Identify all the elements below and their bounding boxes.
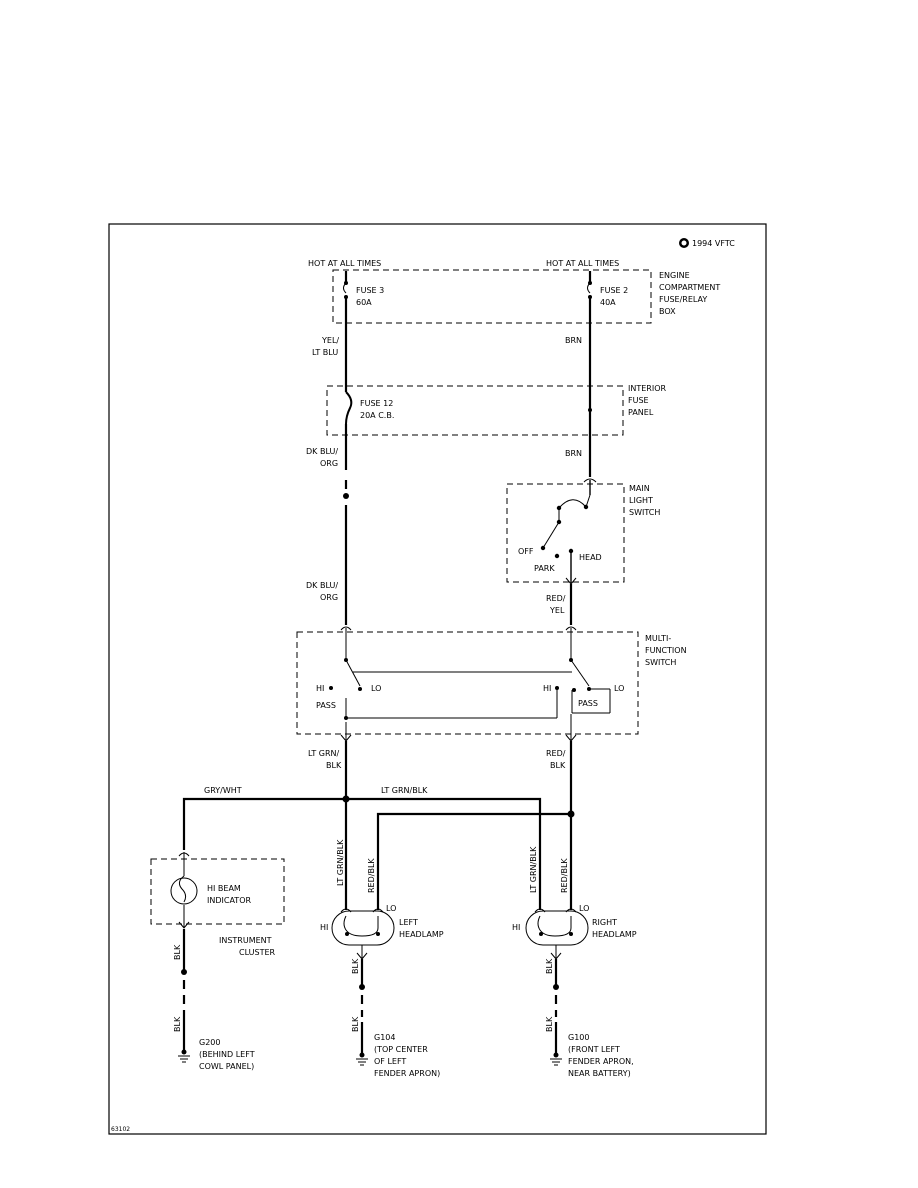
ground-g104-icon [356,1052,368,1066]
switch-head-label: HEAD [579,553,602,562]
engine-fuse-box-outline [332,269,652,324]
copyright-text: 1994 VFTC [692,239,735,248]
ground-g100-icon [550,1052,562,1066]
wire-red-blk-label: RED/ BLK [546,749,568,770]
fuse2-name: FUSE 2 [600,286,628,295]
ground-wire-g104 [359,959,365,1055]
multi-function-switch-icon [329,626,611,742]
switch-park-label: PARK [534,564,555,573]
vert-ltgrn-blk-right: LT GRN/BLK [529,846,538,893]
wire-red-yel: RED/ YEL [546,594,568,615]
instrument-cluster-label: INSTRUMENT CLUSTER [219,936,276,957]
fuse12-rating: 20A C.B. [360,411,394,420]
copyright-mark: 1994 VFTC [679,238,735,248]
switch-off-label: OFF [518,547,534,556]
ground-wire-g200 [181,929,187,1052]
fuse3-rating: 60A [356,298,372,307]
interior-splice-dot [588,408,592,412]
g104-label: G104 (TOP CENTER OF LEFT FENDER APRON) [374,1033,440,1078]
g200-label: G200 (BEHIND LEFT COWL PANEL) [199,1038,257,1071]
instrument-cluster-outline [150,858,285,925]
main-light-switch-icon [540,478,597,585]
mf-pass-left: PASS [316,701,336,710]
left-hi-label: HI [320,923,328,932]
vert-red-blk-left: RED/BLK [367,858,376,893]
diagram-frame [108,223,767,1135]
hot-at-all-times-right: HOT AT ALL TIMES [546,259,619,268]
fuse2-rating: 40A [600,298,616,307]
right-headlamp-icon [525,908,589,960]
interior-panel-label: INTERIOR FUSE PANEL [628,384,669,417]
hi-beam-indicator-icon [170,852,198,929]
figure-id: 63102 [111,1126,130,1133]
fuse12-circuit-breaker-icon [345,391,353,425]
fuse3-icon [343,271,348,299]
wire-brn-upper: BRN [565,336,582,345]
multi-function-switch-label: MULTI- FUNCTION SWITCH [645,634,689,667]
mf-hi-left: HI [316,684,324,693]
vert-red-blk-right: RED/BLK [560,858,569,893]
wire-dkblu-org-lower: DK BLU/ ORG [306,581,341,602]
right-headlamp-label: RIGHT HEADLAMP [592,918,637,939]
left-connector-dot [343,493,349,499]
blk-label-1: BLK [173,944,182,960]
mf-pass-right: PASS [578,699,598,708]
blk-label-6: BLK [545,1016,554,1032]
wire-dkblu-org-upper: DK BLU/ ORG [306,447,341,468]
fuse3-name: FUSE 3 [356,286,384,295]
left-lo-label: LO [386,904,396,913]
hi-beam-indicator-label: HI BEAM INDICATOR [207,884,251,905]
interior-fuse-panel-outline [326,385,624,436]
wire-gry-wht: GRY/WHT [204,786,242,795]
left-headlamp-label: LEFT HEADLAMP [399,918,444,939]
main-light-switch-label: MAIN LIGHT SWITCH [629,484,660,517]
vert-ltgrn-blk-left: LT GRN/BLK [336,839,345,886]
blk-label-2: BLK [173,1016,182,1032]
wire-yel-ltblu: YEL/ LT BLU [312,336,342,357]
main-light-switch-outline [506,483,625,583]
fuse2-icon [587,271,592,299]
wire-ltgrn-blk-label: LT GRN/ BLK [308,749,342,770]
blk-label-5: BLK [545,958,554,974]
mf-hi-right: HI [543,684,551,693]
hot-at-all-times-left: HOT AT ALL TIMES [308,259,381,268]
engine-box-label: ENGINE COMPARTMENT FUSE/RELAY BOX [659,271,723,316]
multi-function-switch-outline [296,631,639,735]
g100-label: G100 (FRONT LEFT FENDER APRON, NEAR BATT… [568,1033,636,1078]
left-headlamp-icon [331,908,395,960]
right-hi-label: HI [512,923,520,932]
ground-g200-icon [178,1049,190,1063]
mf-lo-right: LO [614,684,624,693]
right-lo-label: LO [579,904,589,913]
blk-label-4: BLK [351,1016,360,1032]
wire-brn-lower: BRN [565,449,582,458]
hi-beam-bus-wires [182,795,575,910]
mf-lo-left: LO [371,684,381,693]
wire-ltgrn-blk-horizontal: LT GRN/BLK [381,786,428,795]
fuse12-name: FUSE 12 [360,399,393,408]
ground-wire-g100 [553,959,559,1055]
blk-label-3: BLK [351,958,360,974]
